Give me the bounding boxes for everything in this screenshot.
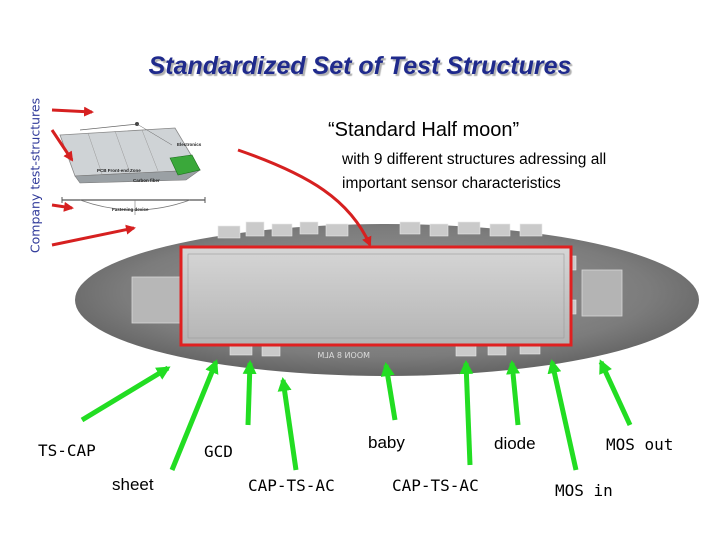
half-moon-title: “Standard Half moon” <box>328 119 520 141</box>
red-arrow-1 <box>51 106 94 117</box>
green-arrow-mos-out <box>598 359 633 427</box>
half-moon-description-line2: important sensor characteristics <box>342 175 561 192</box>
green-arrow-mos-in <box>547 359 579 471</box>
green-arrow-cap-ts-ac-1 <box>277 377 299 471</box>
label-ts-cap: TS-CAP <box>38 441 96 460</box>
sketch-label-electronics: Electronics <box>177 142 202 147</box>
label-mos-in: MOS in <box>555 481 613 500</box>
half-moon-description: with 9 different structures adressing al… <box>342 148 682 196</box>
sketch-label-carbon: Carbon fiber <box>133 178 160 183</box>
sketch-label-pcb: PCB Front-end Zone <box>97 168 141 173</box>
red-arrow-3 <box>51 201 74 212</box>
red-arrow-4 <box>51 224 136 247</box>
main-sensor-highlight <box>179 245 573 347</box>
label-mos-out: MOS out <box>606 435 674 454</box>
green-arrow-cap-ts-ac-2 <box>459 360 474 466</box>
half-moon-description-line1: with 9 different structures adressing al… <box>342 151 607 168</box>
slide-title: Standardized Set of Test Structures <box>148 52 572 80</box>
svg-text:MOON 8 ALM: MOON 8 ALM <box>317 351 370 360</box>
red-arrow-2 <box>50 129 74 162</box>
label-baby: baby <box>368 433 405 452</box>
green-arrow-gcd <box>242 360 257 426</box>
right-test-block <box>581 269 623 317</box>
label-sheet: sheet <box>112 475 154 494</box>
green-arrow-diode <box>506 360 521 426</box>
red-arrow-half-moon <box>237 148 372 247</box>
green-arrow-baby <box>380 362 398 421</box>
label-gcd: GCD <box>204 442 233 461</box>
sketch-label-fastening: Fastening device <box>112 207 149 212</box>
label-diode: diode <box>494 434 536 453</box>
label-cap-ts-ac-1: CAP-TS-AC <box>248 476 335 495</box>
label-cap-ts-ac-2: CAP-TS-AC <box>392 476 479 495</box>
green-arrow-sheet <box>169 359 219 471</box>
green-arrow-ts-cap <box>80 365 171 423</box>
